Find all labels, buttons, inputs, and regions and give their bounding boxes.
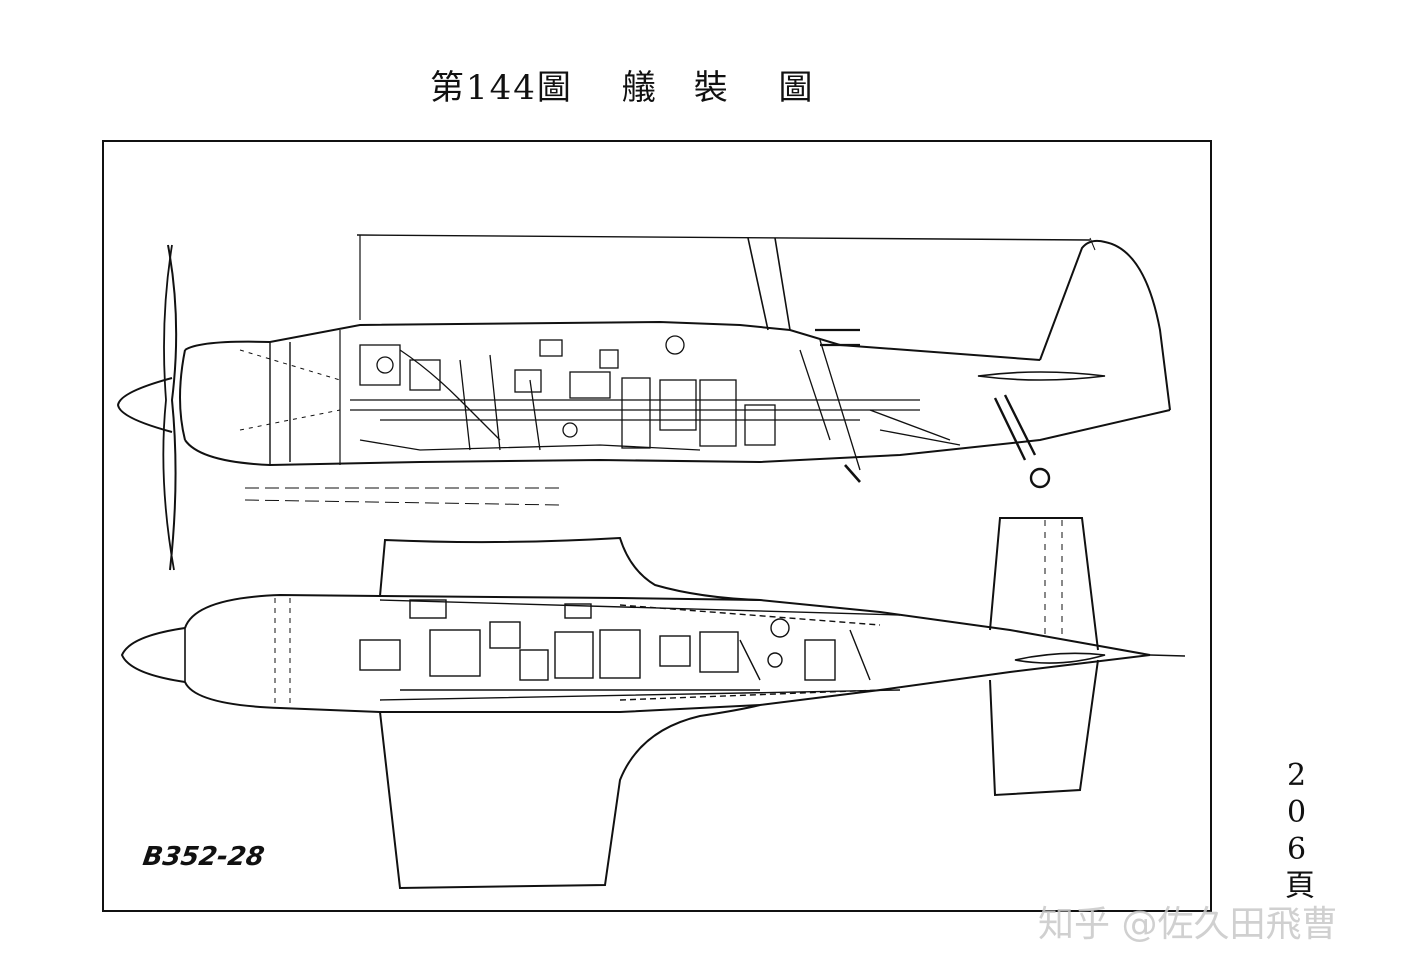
side-view (116, 234, 1171, 571)
watermark: 知乎 @佐久田飛曹 (1038, 904, 1338, 945)
top-view (120, 517, 1186, 890)
drawing-number: B352-28 (140, 842, 267, 872)
drawing-frame (102, 140, 1212, 912)
page-number: 206頁 (1279, 758, 1314, 901)
figure-title: 第144圖 艤 裝 圖 (430, 68, 815, 108)
